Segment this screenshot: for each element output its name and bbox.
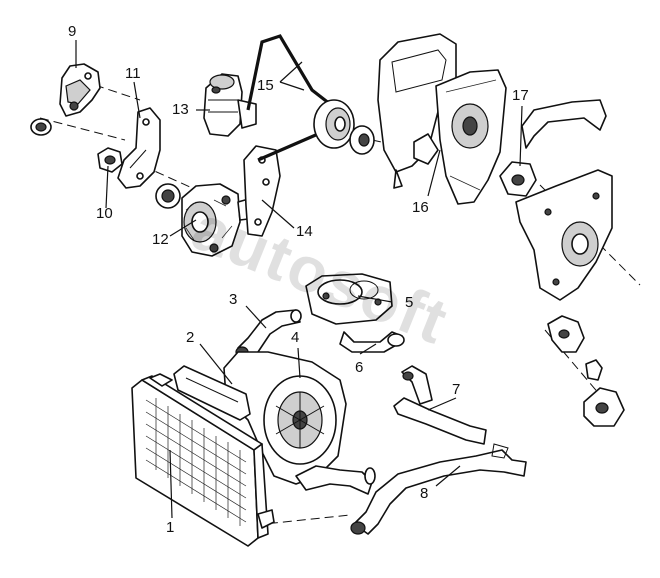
hose-part-8: [350, 443, 527, 535]
callout-12: 12: [152, 231, 169, 248]
callout-9: 9: [68, 23, 77, 40]
callout-14: 14: [296, 223, 313, 240]
hose-part-7: [393, 365, 487, 445]
callout-4: 4: [291, 329, 300, 346]
bracket-plate-part-11: [117, 107, 161, 189]
housing-part-5: [305, 273, 393, 325]
radiator-part-1: [131, 373, 275, 547]
callout-17: 17: [512, 87, 529, 104]
hose-part-6: [339, 331, 405, 353]
callout-10: 10: [96, 205, 113, 222]
callout-7: 7: [452, 381, 461, 398]
fan-shroud-part-4: [223, 351, 347, 485]
support-panel-part-2: [173, 365, 251, 421]
callout-15: 15: [257, 77, 274, 94]
tensioner-part-17: [499, 99, 613, 301]
callout-1: 1: [166, 519, 175, 536]
pump-part-13: [203, 73, 257, 137]
timing-cover-part-16: [377, 33, 507, 205]
outlet-elbow: [583, 387, 625, 427]
callout-16: 16: [412, 199, 429, 216]
callout-11: 11: [125, 65, 141, 82]
bracket-part-9: [59, 63, 101, 117]
pulley-part-15: [246, 34, 375, 162]
callout-5: 5: [405, 294, 414, 311]
callout-13: 13: [172, 101, 189, 118]
radiator-lower-hose: [295, 465, 376, 495]
callout-3: 3: [229, 291, 238, 308]
pump-body-part-12: [155, 183, 261, 257]
nut-part-10: [97, 147, 123, 173]
leader-lines: [75, 40, 523, 519]
thermostat-housing: [547, 315, 585, 353]
washer-left: [30, 118, 52, 136]
sensor-plug: [585, 359, 603, 381]
callout-8: 8: [420, 485, 429, 502]
callout-6: 6: [355, 359, 364, 376]
callout-2: 2: [186, 329, 195, 346]
